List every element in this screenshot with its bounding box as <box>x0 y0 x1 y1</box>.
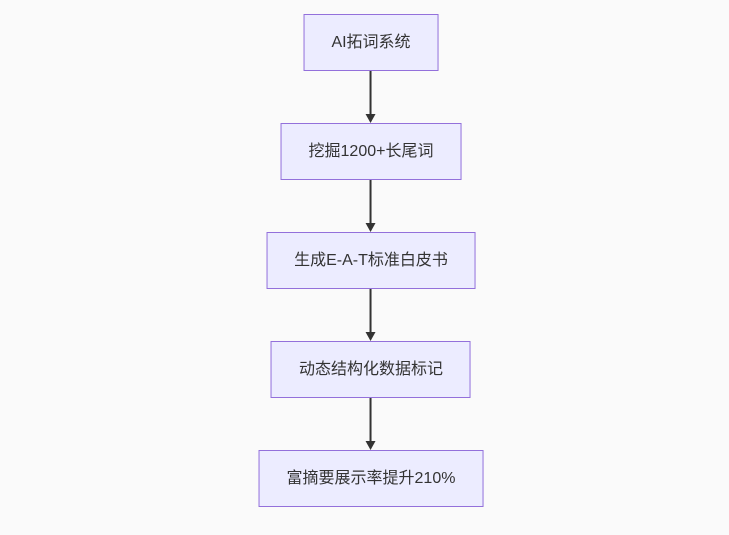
flow-node-rich-snippet-result: 富摘要展示率提升210% <box>258 450 484 507</box>
flow-node-label: 富摘要展示率提升210% <box>286 469 456 487</box>
arrowhead-icon <box>366 223 376 232</box>
flow-node-label: AI拓词系统 <box>331 33 411 51</box>
arrow-down-icon <box>365 180 377 232</box>
arrow-line <box>370 180 372 224</box>
arrow-down-icon <box>365 289 377 341</box>
arrow-line <box>370 398 372 442</box>
flow-node-label: 动态结构化数据标记 <box>298 360 443 378</box>
flow-node-structured-data: 动态结构化数据标记 <box>270 341 471 398</box>
flow-node-ai-word-system: AI拓词系统 <box>303 14 439 71</box>
flowchart: AI拓词系统 挖掘1200+长尾词 生成E-A-T标准白皮书 动态结构化数据标记… <box>258 14 484 507</box>
flow-node-label: 生成E-A-T标准白皮书 <box>294 251 448 269</box>
arrow-line <box>370 71 372 115</box>
arrowhead-icon <box>366 441 376 450</box>
arrow-down-icon <box>365 71 377 123</box>
arrow-down-icon <box>365 398 377 450</box>
arrowhead-icon <box>366 114 376 123</box>
arrowhead-icon <box>366 332 376 341</box>
flow-node-label: 挖掘1200+长尾词 <box>308 142 434 160</box>
arrow-line <box>370 289 372 333</box>
flow-node-longtail-mining: 挖掘1200+长尾词 <box>280 123 462 180</box>
flow-node-eat-whitepaper: 生成E-A-T标准白皮书 <box>266 232 476 289</box>
